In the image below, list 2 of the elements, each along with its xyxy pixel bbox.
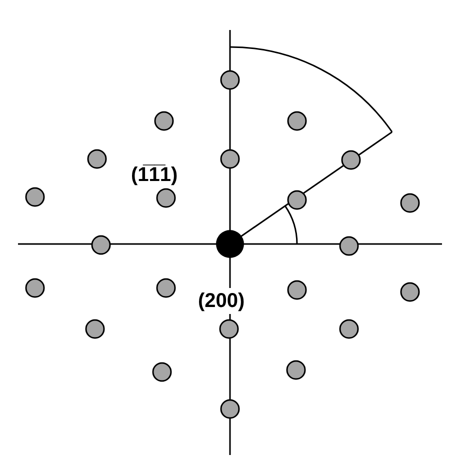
miller-index-label: (1̅1̅1) xyxy=(130,162,179,188)
miller-index-label: (200) xyxy=(197,288,246,314)
